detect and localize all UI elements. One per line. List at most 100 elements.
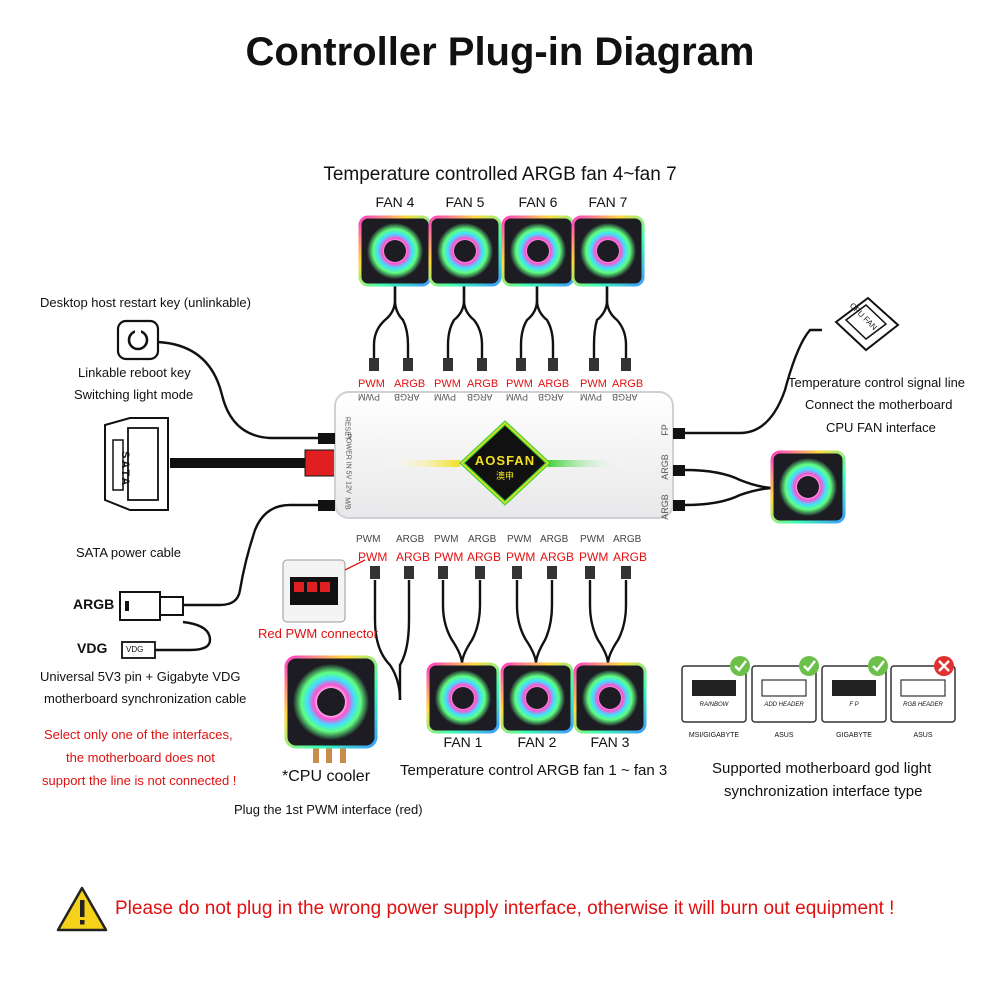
hub-top-argb-2: ARGB — [467, 392, 493, 402]
sync-header-2-label: ASUS — [774, 732, 794, 739]
hub-bottom-argb-3: ARGB — [540, 534, 569, 545]
hub-bottom-pwm-4: PWM — [580, 534, 605, 545]
fan-6-graphic — [501, 215, 575, 287]
sync-header-2-graphic — [751, 656, 819, 723]
fan-5-label: FAN 5 — [445, 194, 485, 210]
sync-header-1-tag: RAINBOW — [699, 702, 729, 708]
cpu-plug-note: Plug the 1st PWM interface (red) — [234, 802, 423, 817]
fan-3-graphic — [573, 662, 647, 734]
hub-top-pwm-3: PWM — [506, 392, 528, 402]
top-pwm-label-2: PWM — [434, 378, 461, 390]
sync-caption-line2: synchronization interface type — [724, 783, 923, 800]
reset-key-graphic — [116, 319, 160, 361]
fan-1-label: FAN 1 — [443, 734, 483, 750]
bottom-pwm-label-4: PWM — [579, 550, 609, 564]
fan-2-graphic — [500, 662, 574, 734]
top-argb-label-4: ARGB — [612, 378, 644, 390]
fan-right-graphic — [770, 450, 846, 524]
argb-plug-graphic — [119, 591, 184, 621]
top-argb-label-2: ARGB — [467, 378, 499, 390]
hub-top-argb-3: ARGB — [538, 392, 564, 402]
top-pwm-label-3: PWM — [506, 378, 533, 390]
sync-header-4-tag: RGB HEADER — [903, 702, 943, 708]
hub-argb-label-2: ARGB — [660, 494, 670, 520]
sync-cable-line2: motherboard synchronization cable — [44, 691, 247, 706]
note-line3: support the line is not connected ! — [42, 773, 237, 788]
sync-header-4-graphic — [890, 656, 956, 723]
fan-5-graphic — [428, 215, 502, 287]
sync-cable-line1: Universal 5V3 pin + Gigabyte VDG — [40, 669, 241, 684]
signal-line3: CPU FAN interface — [826, 420, 936, 435]
restart-key-label: Desktop host restart key (unlinkable) — [40, 295, 251, 310]
top-connectors — [369, 358, 631, 371]
signal-line2: Connect the motherboard — [805, 397, 953, 412]
sync-header-2-tag: ADD HEADER — [764, 702, 804, 708]
sync-caption-line1: Supported motherboard god light — [712, 760, 932, 777]
fan-2-label: FAN 2 — [517, 734, 557, 750]
fan-3-label: FAN 3 — [590, 734, 630, 750]
bottom-argb-label-2: ARGB — [467, 550, 502, 564]
bottom-argb-label-4: ARGB — [613, 550, 648, 564]
bottom-pwm-label-3: PWM — [506, 550, 536, 564]
argb-plug-label: ARGB — [73, 596, 115, 612]
bottom-connectors — [370, 566, 631, 579]
hub-bottom-pwm-3: PWM — [507, 534, 532, 545]
sata-plug-graphic — [104, 417, 169, 511]
red-pwm-connector-graphic — [282, 559, 366, 623]
hub-fp-label: FP — [660, 424, 670, 436]
vdg-tag: VDG — [126, 645, 144, 654]
fan-7-label: FAN 7 — [588, 194, 628, 210]
sata-plug-label: SATA — [119, 451, 131, 488]
bottom-fans-caption: Temperature control ARGB fan 1 ~ fan 3 — [400, 762, 668, 779]
note-line2: the motherboard does not — [66, 750, 215, 765]
bottom-argb-label-3: ARGB — [540, 550, 575, 564]
fan-4-label: FAN 4 — [375, 194, 415, 210]
top-pwm-label-4: PWM — [580, 378, 607, 390]
cables — [155, 280, 822, 701]
fan-7-graphic — [571, 215, 645, 287]
sync-header-1-label: MSI/GIGABYTE — [688, 732, 740, 739]
bottom-pwm-label-1: PWM — [358, 550, 388, 564]
reboot-key-line1: Linkable reboot key — [78, 365, 191, 380]
top-argb-label-1: ARGB — [394, 378, 426, 390]
cpu-cooler-graphic — [284, 655, 378, 763]
top-fans-caption: Temperature controlled ARGB fan 4~fan 7 — [323, 164, 677, 185]
page-title: Controller Plug-in Diagram — [245, 30, 755, 74]
hub-argb-label-1: ARGB — [660, 454, 670, 480]
sata-cable-label: SATA power cable — [76, 545, 182, 560]
brand-logo-cn: 澳申 — [495, 471, 514, 481]
signal-line1: Temperature control signal line — [788, 375, 966, 390]
note-line1: Select only one of the interfaces, — [44, 727, 233, 742]
cpu-fan-connector-graphic — [834, 296, 900, 352]
fan-4-graphic — [358, 215, 432, 287]
sync-header-3-label: GIGABYTE — [836, 732, 872, 739]
bottom-argb-label-1: ARGB — [396, 550, 431, 564]
hub-mb-label: M/B — [343, 497, 351, 510]
hub-top-pwm-1: PWM — [358, 392, 380, 402]
hub-bottom-pwm-1: PWM — [356, 534, 381, 545]
sync-header-4-label: ASUS — [913, 732, 933, 739]
top-pwm-label-1: PWM — [358, 378, 385, 390]
hub-bottom-argb-2: ARGB — [468, 534, 497, 545]
hub-bottom-argb-4: ARGB — [613, 534, 642, 545]
red-pwm-connector-label: Red PWM connector — [258, 626, 378, 641]
vdg-plug-label: VDG — [77, 640, 108, 656]
sync-header-1-graphic — [681, 656, 750, 723]
bottom-pwm-label-2: PWM — [434, 550, 464, 564]
sync-header-3-graphic — [821, 656, 888, 723]
fan-6-label: FAN 6 — [518, 194, 558, 210]
brand-logo: AOSFAN — [474, 453, 536, 468]
warning-triangle-icon — [56, 886, 108, 932]
hub-bottom-pwm-2: PWM — [434, 534, 459, 545]
hub-top-argb-4: ARGB — [612, 392, 638, 402]
top-argb-label-3: ARGB — [538, 378, 570, 390]
hub-top-pwm-2: PWM — [434, 392, 456, 402]
cpu-cooler-label: *CPU cooler — [282, 768, 371, 785]
hub-top-pwm-4: PWM — [580, 392, 602, 402]
warning-text: Please do not plug in the wrong power su… — [115, 898, 895, 919]
controller-hub — [318, 391, 685, 519]
fan-1-graphic — [426, 662, 500, 734]
reboot-key-line2: Switching light mode — [74, 387, 194, 402]
sync-header-3-tag: F P — [849, 702, 859, 708]
